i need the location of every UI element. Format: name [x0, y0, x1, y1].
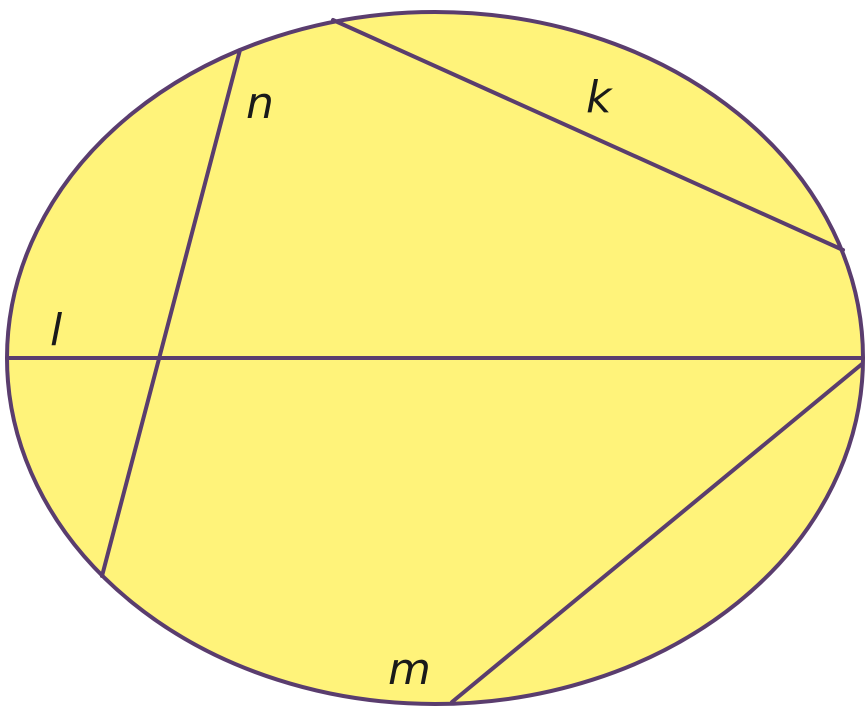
chord-k — [331, 18, 845, 252]
label-k: k — [586, 72, 613, 123]
label-l: l — [50, 305, 63, 356]
label-m: m — [388, 644, 431, 695]
chord-n — [100, 48, 242, 578]
chord-m — [450, 362, 864, 704]
label-n: n — [246, 78, 274, 129]
